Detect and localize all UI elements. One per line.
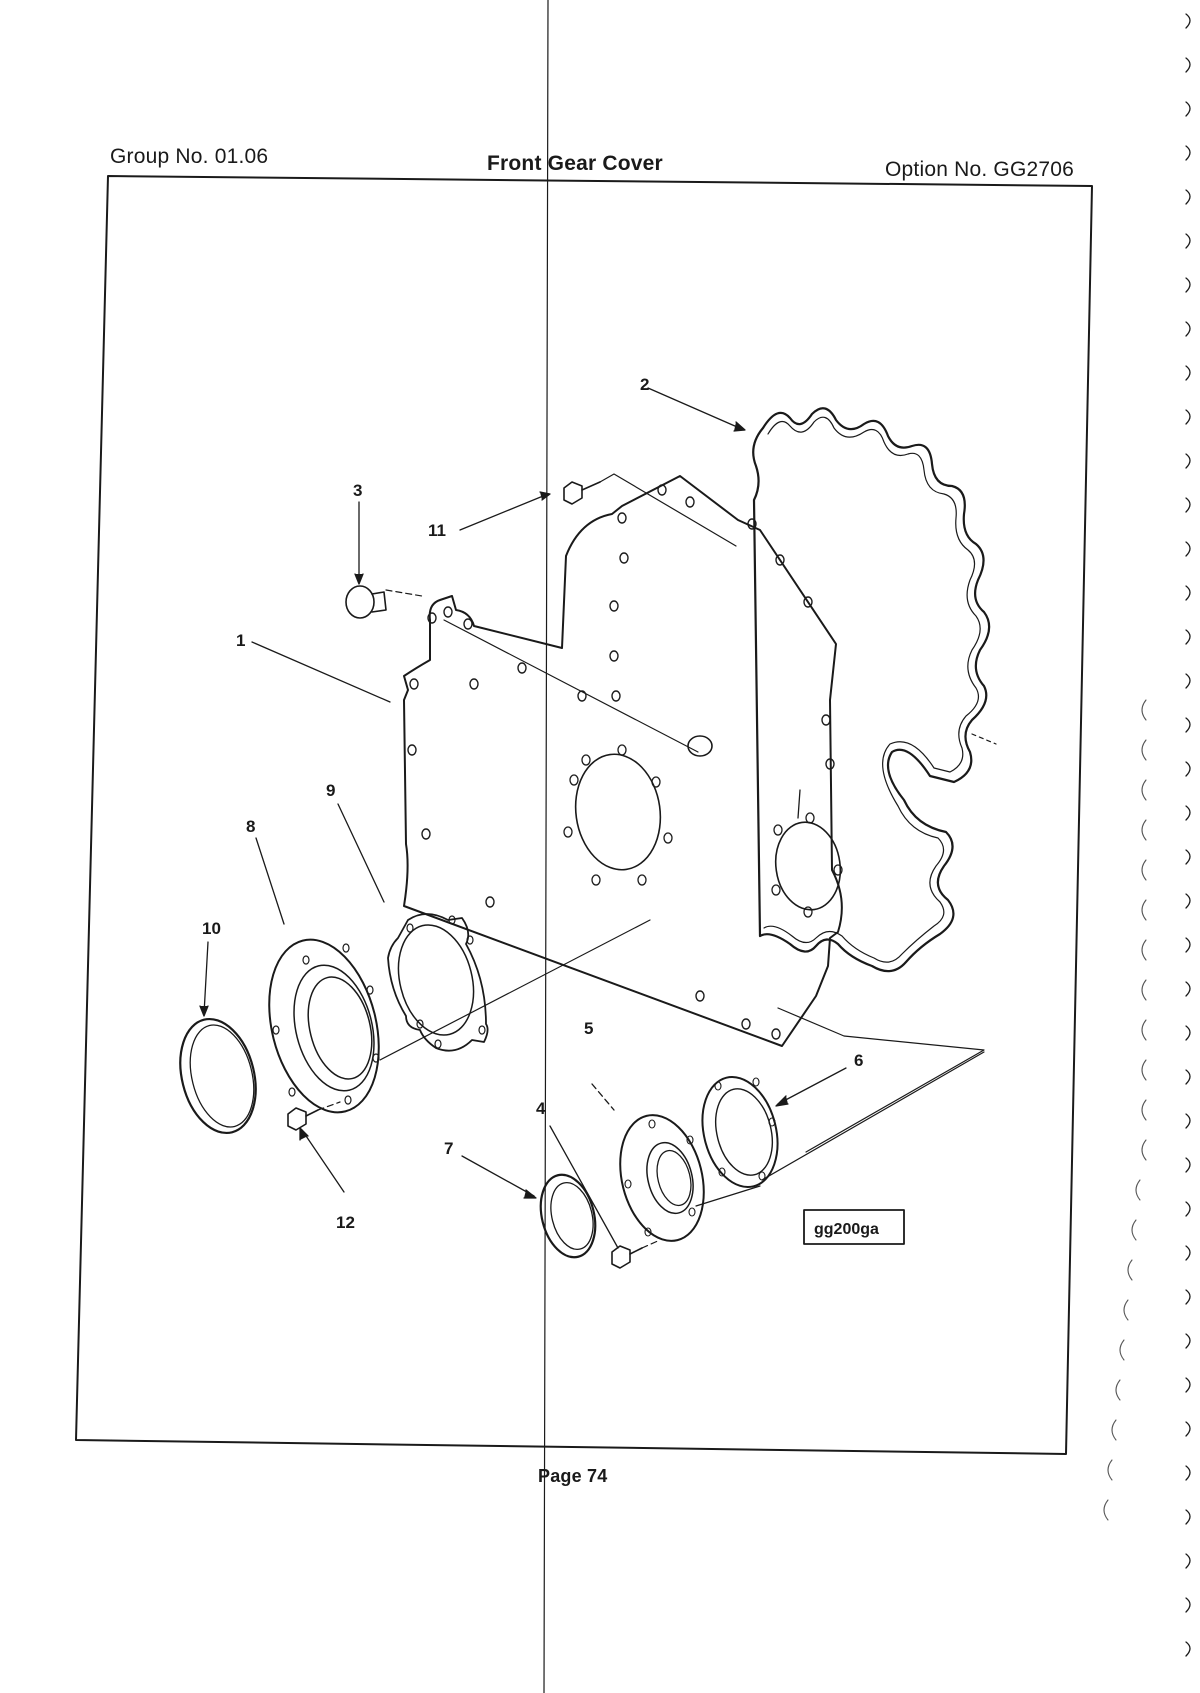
part-12-bolt [287,1107,319,1131]
part-8-seal-housing [268,938,380,1114]
figure-id: gg200ga [814,1221,879,1238]
binding-coil-marks [1103,699,1147,1521]
part-2-gasket-inner [763,416,981,963]
part-2-gasket [752,407,991,973]
part-3-plug [345,585,387,619]
part-6-gasket [701,1075,779,1189]
part-7-seal [539,1173,597,1259]
callout-10: 10 [202,919,221,938]
callout-5: 5 [584,1019,593,1038]
leader-lines [199,387,847,1249]
option-number: Option No. GG2706 [885,158,1075,181]
page-number: Page 74 [538,1466,608,1486]
diagram-frame [75,175,1093,1455]
part-5-seal-housing [619,1114,705,1242]
binding-holes [1185,13,1191,1657]
cover-small-bore [774,821,842,911]
callout-12: 12 [336,1213,355,1232]
assembly-lines [317,473,997,1249]
part-11-bolt [563,481,601,505]
callout-7: 7 [444,1139,453,1158]
callout-2: 2 [640,375,649,394]
callout-9: 9 [326,781,335,800]
callout-11: 11 [428,521,446,540]
page-title: Front Gear Cover [487,152,663,175]
part-9-gasket [387,913,489,1052]
callout-4: 4 [536,1099,546,1118]
part-4-bolt [611,1245,643,1269]
callout-8: 8 [246,817,255,836]
part-10-seal [179,1017,257,1135]
callout-1: 1 [236,631,245,650]
callout-6: 6 [854,1051,863,1070]
cover-access-hole [687,735,713,757]
group-number: Group No. 01.06 [110,145,269,168]
callout-3: 3 [353,481,362,500]
part-1-gear-cover [403,475,843,1047]
cover-crank-bore [574,753,662,871]
figure-id-box [803,1209,905,1245]
fold-line [543,0,549,1693]
part-1-bolt-holes [407,484,835,1040]
